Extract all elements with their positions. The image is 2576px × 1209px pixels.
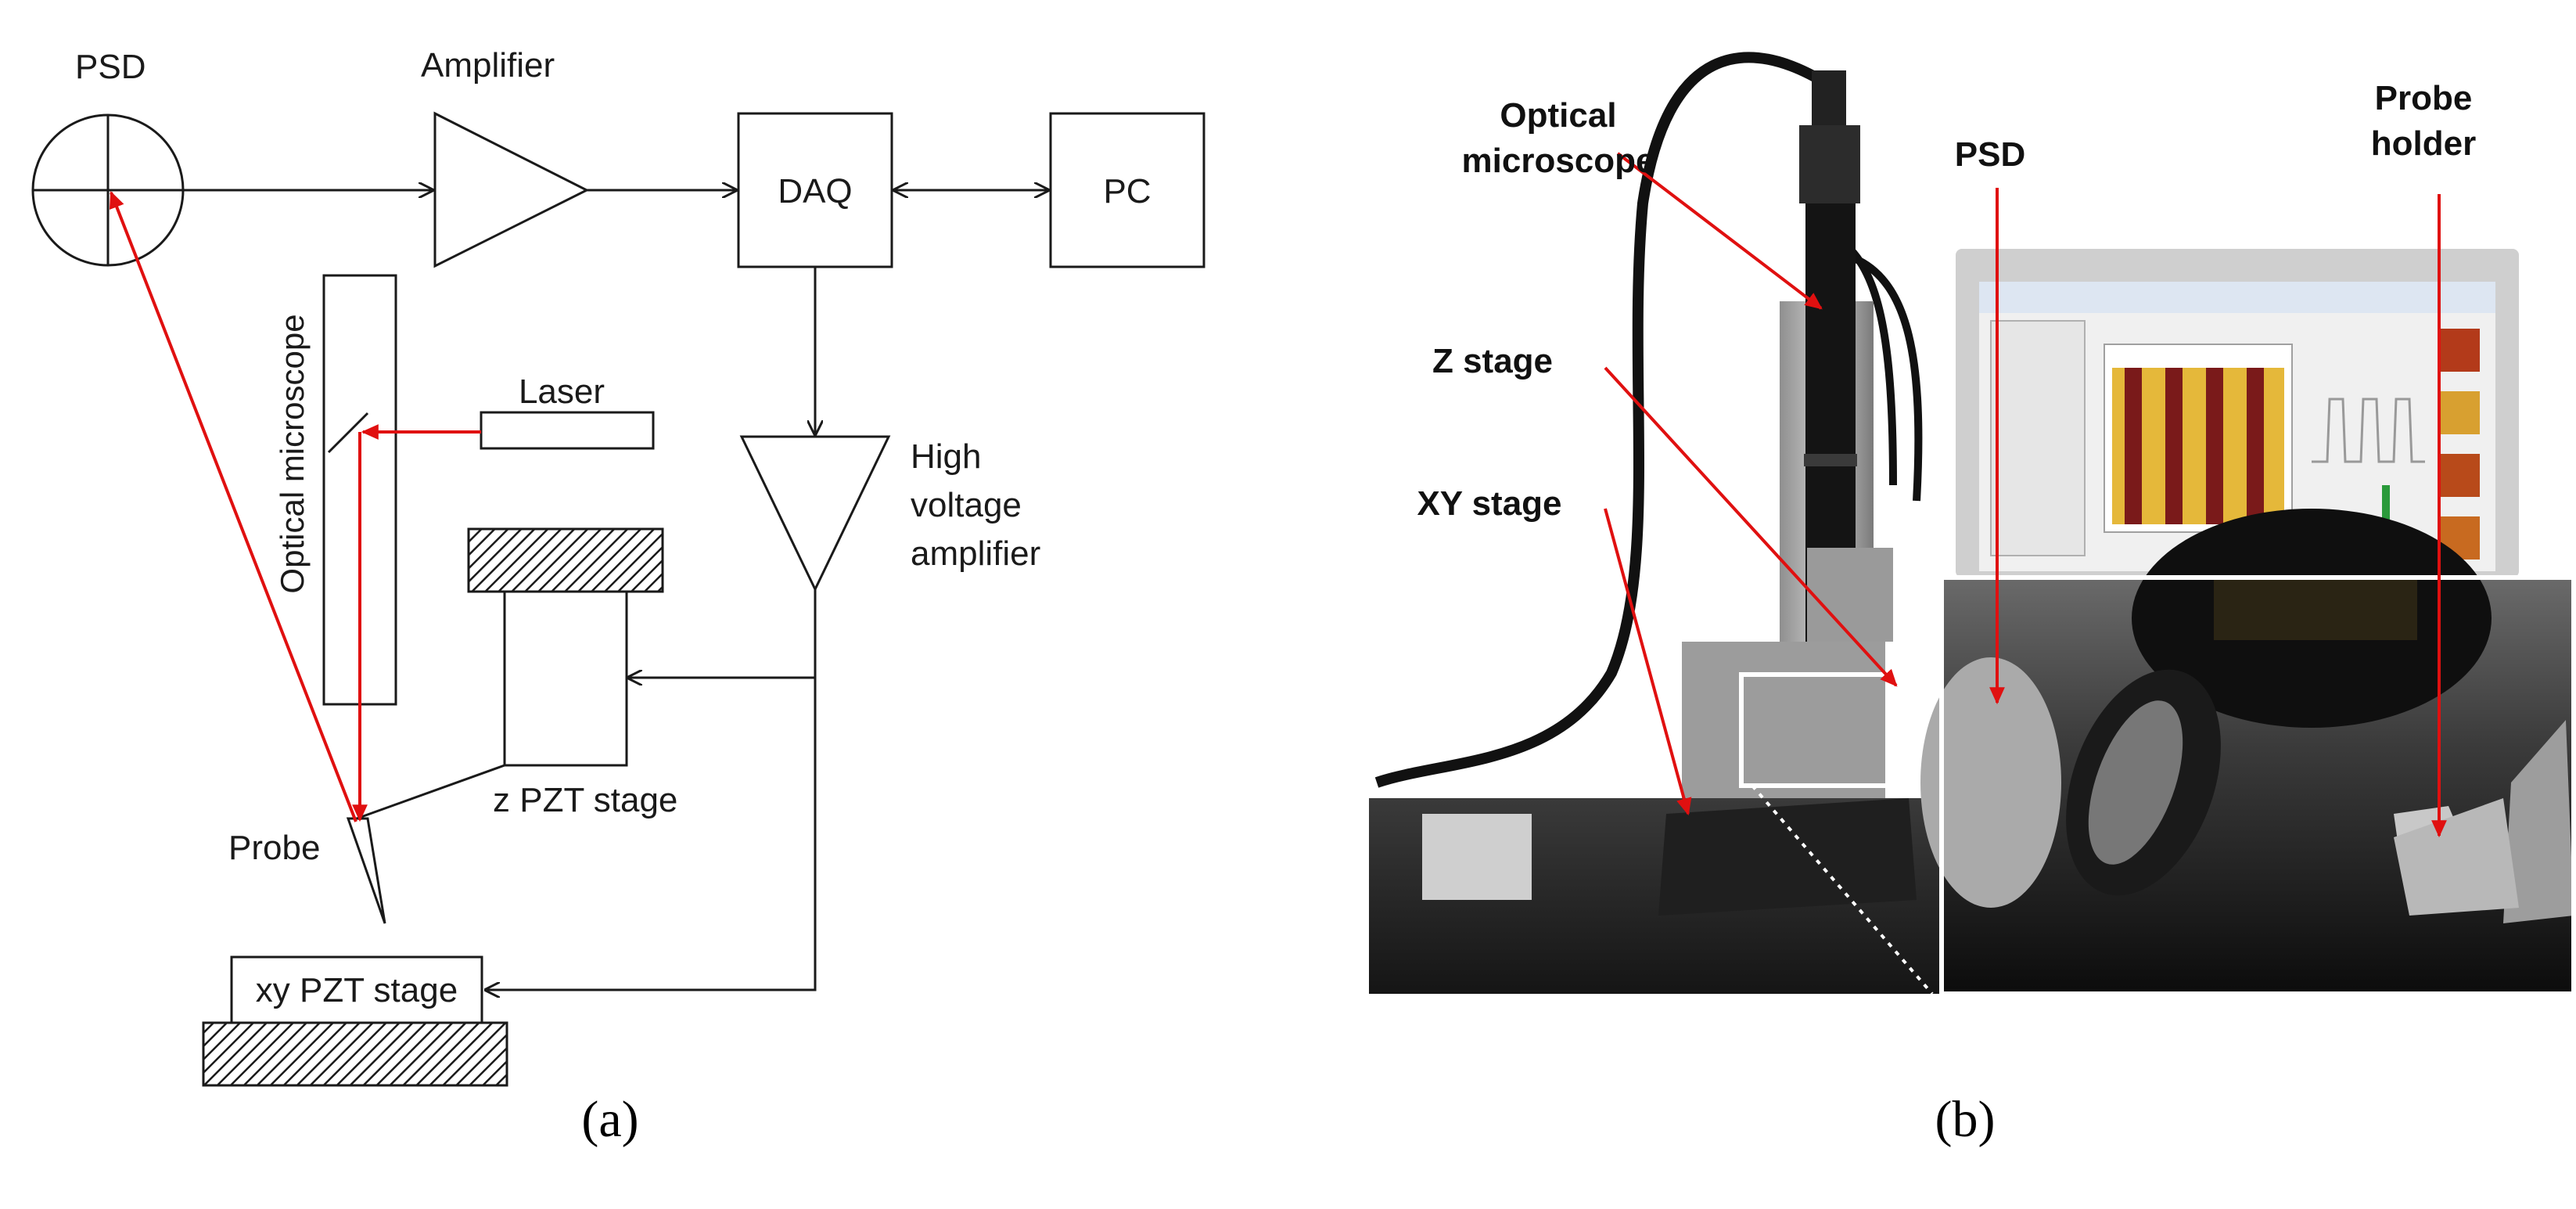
panel-b-photo [1369,52,2576,996]
afm-scan-image [2112,368,2284,524]
panel-b-labels: Optical microscope PSD Probe holder Z st… [1417,79,2476,1148]
arrow-z-stage [1604,366,1898,687]
label-b-probe-line2: holder [2371,124,2476,163]
amplifier-symbol [433,111,590,268]
laser-beam-path [109,190,481,822]
zoom-line-bottom [1751,784,1934,995]
label-hv-line2: voltage [911,486,1022,524]
cantilever [356,764,505,820]
controller-box [1422,814,1532,900]
xy-stage-base-hatched [202,1021,508,1087]
xy-stage-block [1658,798,1917,916]
label-optical-microscope: Optical microscope [274,314,311,593]
laser-box [480,411,655,450]
beam-splitter [327,412,369,454]
label-b-xy-stage: XY stage [1417,484,1561,523]
label-b-optical-line1: Optical [1500,96,1616,135]
daq-box [737,112,893,268]
zoom-region-box [1739,672,1911,788]
caption-b: (b) [1935,1091,1996,1148]
label-hv-line1: High [911,437,982,476]
inset-photo [1920,509,2576,996]
profile-trace [2312,398,2425,463]
label-z-pzt-stage: z PZT stage [493,781,677,819]
label-b-psd: PSD [1955,135,2025,174]
label-b-optical-line2: microscope [1462,142,1655,180]
probe-tip [346,817,386,924]
camera-cable [1374,52,1834,788]
label-daq: DAQ [778,172,852,210]
panel-a-diagram [31,111,1205,1087]
panel-a-labels: PSD Amplifier DAQ PC Optical microscope … [75,46,1151,1148]
label-amplifier: Amplifier [421,46,555,85]
label-laser: Laser [519,372,605,411]
arrow-xy-stage [1604,508,1692,816]
panel-b-arrows [1604,152,2447,838]
psd-detector [31,113,185,267]
label-hv-line3: amplifier [911,534,1040,573]
z-stage-mount-hatched [467,527,664,593]
hv-amplifier-symbol [739,435,891,592]
z-pzt-stage-box [503,590,628,767]
xy-pzt-stage-box [230,955,483,1024]
hv-to-z-stage-arrow [627,589,817,678]
label-pc: PC [1103,172,1151,210]
label-xy-pzt-stage: xy PZT stage [256,971,458,1009]
label-b-z-stage: Z stage [1432,342,1553,380]
hv-to-xy-stage-arrow [485,678,817,990]
z-stage-block [1807,548,1893,642]
caption-a: (a) [581,1091,638,1148]
pc-box [1049,112,1205,268]
label-b-probe-line1: Probe [2375,79,2473,117]
arrow-optical-microscope [1616,152,1823,310]
label-psd: PSD [75,48,146,86]
label-probe: Probe [228,829,320,867]
